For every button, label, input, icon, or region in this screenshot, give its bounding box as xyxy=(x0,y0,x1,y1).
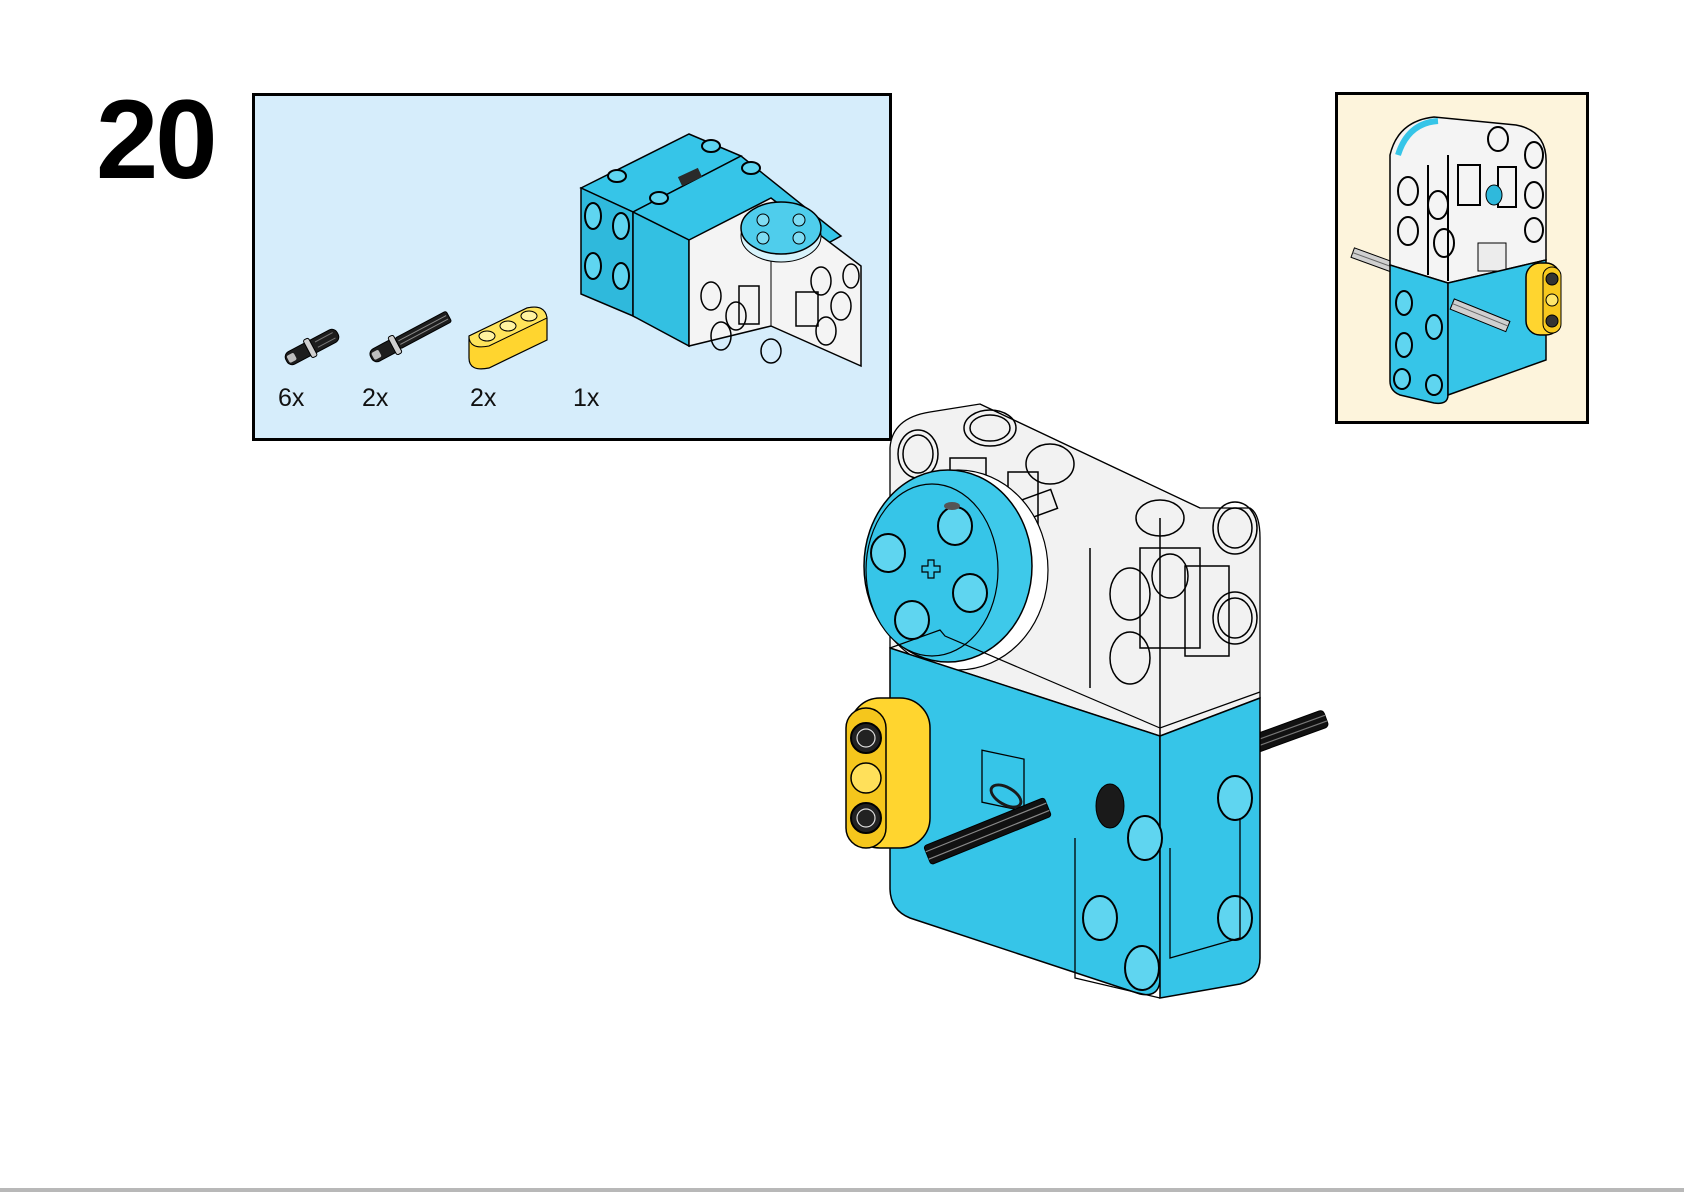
axle-pin-part-icon xyxy=(360,306,460,368)
parts-list-box: 6x 2x 2x xyxy=(252,93,892,441)
yellow-beam-part-icon xyxy=(465,304,551,372)
motor-part-icon xyxy=(571,116,881,376)
quantity-label: 1x xyxy=(573,384,600,412)
rotated-view-model-icon xyxy=(1350,116,1562,405)
main-assembly-model xyxy=(840,398,1340,1068)
page-bottom-edge xyxy=(0,1188,1684,1192)
quantity-label: 2x xyxy=(362,384,389,412)
quantity-label: 6x xyxy=(278,384,305,412)
rotated-view-callout xyxy=(1335,92,1589,424)
friction-pin-part-icon xyxy=(277,324,347,370)
quantity-label: 2x xyxy=(470,384,497,412)
step-number: 20 xyxy=(96,77,218,202)
